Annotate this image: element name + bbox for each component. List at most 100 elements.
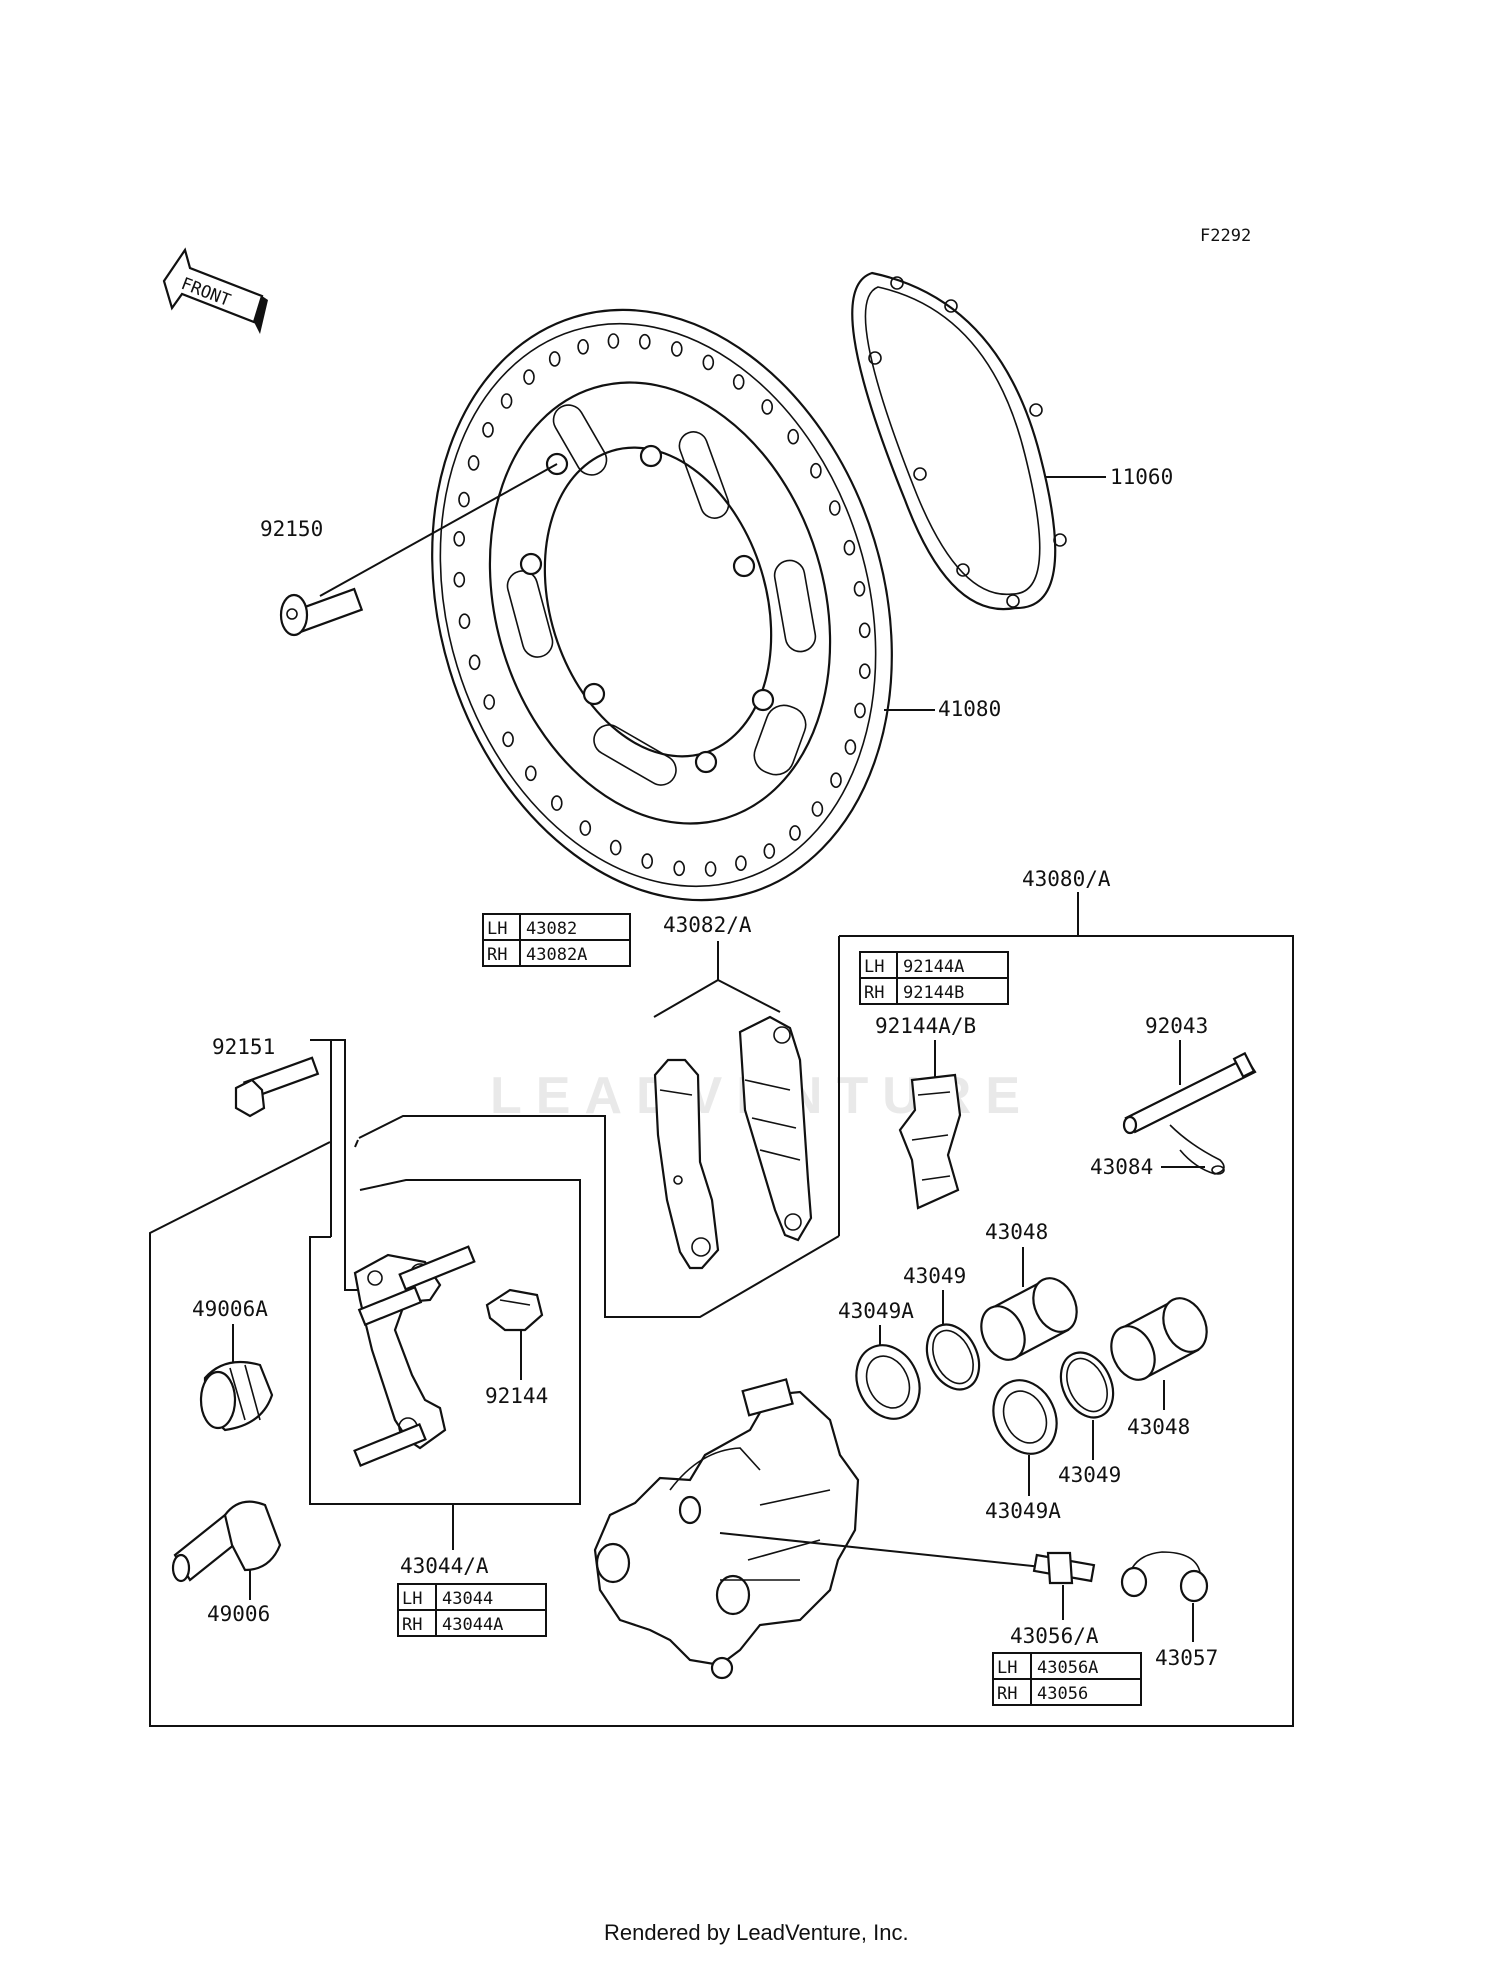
table-43044-rh-side: RH — [402, 1615, 422, 1635]
callout-43048-b: 43048 — [1127, 1415, 1190, 1439]
table-43056-lh-side: LH — [997, 1658, 1017, 1678]
table-43044-lh-part: 43044 — [442, 1589, 493, 1609]
disc-vent-hole — [732, 374, 745, 390]
disc-vent-hole — [702, 354, 715, 371]
disc-vent-hole — [550, 795, 563, 811]
table-92144-rh-part: 92144B — [903, 983, 964, 1003]
disc-vent-hole — [467, 455, 480, 471]
disc-vent-hole — [735, 855, 747, 872]
disc-vent-hole — [789, 825, 801, 841]
disc-vent-hole — [548, 351, 561, 367]
callout-49006: 49006 — [207, 1602, 270, 1626]
table-92144-lh-side: LH — [864, 957, 884, 977]
caliper-body — [593, 1378, 860, 1680]
brake-pad-right — [738, 1015, 813, 1242]
table-92144: LH 92144A RH 92144B — [859, 951, 1009, 1005]
disc-vent-hole — [858, 622, 871, 639]
disc-vent-hole — [502, 731, 514, 748]
callout-43084: 43084 — [1090, 1155, 1153, 1179]
callout-41080: 41080 — [938, 697, 1001, 721]
disc-vent-hole — [853, 580, 866, 597]
disc-vent-hole — [579, 820, 592, 836]
disc-vent-hole — [607, 333, 620, 349]
disc-gasket — [851, 271, 1067, 611]
disc-vent-hole — [854, 702, 866, 719]
callout-92144ab: 92144A/B — [875, 1014, 976, 1038]
disc-vent-hole — [458, 491, 470, 508]
table-43082-lh-part: 43082 — [526, 919, 577, 939]
disc-vent-hole — [500, 393, 513, 409]
disc-vent-hole — [843, 539, 856, 556]
disc-vent-hole — [523, 369, 535, 385]
disc-vent-hole — [453, 530, 466, 547]
table-43082: LH 43082 RH 43082A — [482, 913, 631, 967]
table-43082-lh-side: LH — [487, 919, 507, 939]
callout-43044: 43044/A — [400, 1554, 489, 1578]
table-43044: LH 43044 RH 43044A — [397, 1583, 547, 1637]
callout-43056: 43056/A — [1010, 1624, 1099, 1648]
bracket-sleeve — [171, 1500, 282, 1583]
pad-spring — [898, 1073, 962, 1210]
bleeder-valve — [1032, 1551, 1096, 1585]
pad-retainer — [485, 1288, 544, 1332]
table-43056-rh-part: 43056 — [1037, 1684, 1088, 1704]
bleeder-cap — [1120, 1551, 1209, 1603]
piston-a — [980, 1277, 1078, 1361]
caliper-pin — [1122, 1051, 1257, 1135]
callout-92043: 92043 — [1145, 1014, 1208, 1038]
disc-vent-hole — [641, 853, 654, 869]
disc-vent-hole — [763, 843, 776, 859]
disc-vent-hole — [673, 860, 686, 877]
callout-11060: 11060 — [1110, 465, 1173, 489]
callout-43082: 43082/A — [663, 913, 752, 937]
disc-vent-hole — [482, 421, 494, 438]
callout-43057: 43057 — [1155, 1646, 1218, 1670]
disc-vent-hole — [468, 654, 481, 671]
table-43082-rh-part: 43082A — [526, 945, 587, 965]
seal-b — [1059, 1351, 1115, 1419]
dust-boot — [199, 1360, 274, 1432]
callout-92150: 92150 — [260, 517, 323, 541]
callout-49006A: 49006A — [192, 1297, 268, 1321]
disc-vent-hole — [458, 613, 471, 630]
table-43056-rh-side: RH — [997, 1684, 1017, 1704]
callout-43049A-a: 43049A — [838, 1299, 914, 1323]
disc-vent-hole — [828, 500, 841, 516]
dust-seal-b — [992, 1379, 1058, 1455]
caliper-bracket — [353, 1245, 476, 1467]
seal-a — [925, 1323, 981, 1391]
dust-seal-a — [855, 1344, 921, 1420]
diagram-code: F2292 — [1200, 226, 1251, 246]
table-92144-lh-part: 92144A — [903, 957, 964, 977]
brake-pad-left — [653, 1058, 720, 1270]
disc-vent-hole — [638, 333, 651, 350]
callout-92144: 92144 — [485, 1384, 548, 1408]
disc-vent-hole — [577, 338, 589, 355]
disc-vent-hole — [830, 772, 842, 789]
disc-bolt — [279, 463, 558, 637]
table-92144-rh-side: RH — [864, 983, 884, 1003]
disc-vent-hole — [787, 428, 800, 445]
front-arrow-icon: FRONT — [162, 247, 268, 334]
disc-vent-hole — [811, 801, 824, 817]
table-43082-rh-side: RH — [487, 945, 507, 965]
disc-vent-hole — [704, 861, 717, 877]
disc-vent-hole — [810, 462, 822, 479]
disc-vent-hole — [844, 739, 857, 755]
disc-vent-hole — [761, 399, 774, 415]
disc-vent-hole — [524, 765, 537, 782]
callout-43080: 43080/A — [1022, 867, 1111, 891]
table-43044-rh-part: 43044A — [442, 1615, 503, 1635]
disc-vent-hole — [858, 663, 871, 680]
brake-disc — [431, 308, 893, 902]
disc-vent-hole — [453, 571, 466, 588]
disc-vent-hole — [483, 694, 496, 710]
callout-43048-a: 43048 — [985, 1220, 1048, 1244]
bracket-bolt — [234, 1056, 320, 1118]
footer-credit: Rendered by LeadVenture, Inc. — [604, 1920, 909, 1945]
table-43056-lh-part: 43056A — [1037, 1658, 1098, 1678]
callout-92151: 92151 — [212, 1035, 275, 1059]
callout-43049-a: 43049 — [903, 1264, 966, 1288]
callout-43049-b: 43049 — [1058, 1463, 1121, 1487]
